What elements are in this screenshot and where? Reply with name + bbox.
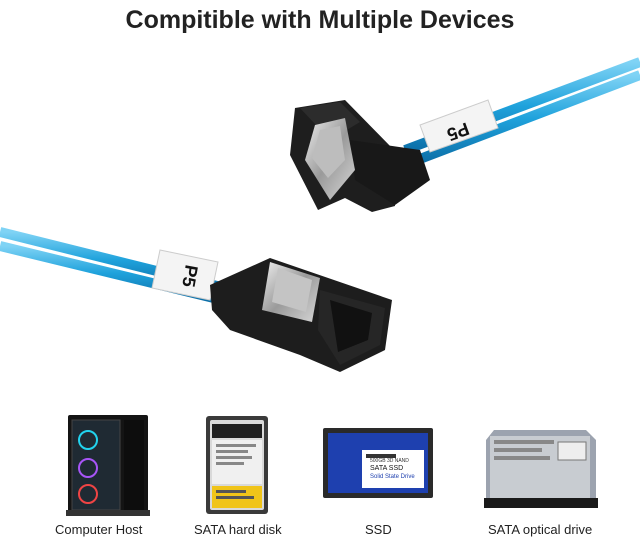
page-title: Compitible with Multiple Devices: [125, 6, 515, 34]
ssd-text-3: Solid State Drive: [370, 474, 415, 480]
ssd-icon: 500GB 3D NAND SATA SSD Solid State Drive: [323, 428, 433, 498]
computer-case-icon: [66, 415, 150, 516]
device-label-computer-host: Computer Host: [55, 522, 143, 537]
device-sata-optical-drive: [474, 410, 624, 545]
sata-cable-photo: P5 P5: [0, 57, 640, 372]
device-label-ssd: SSD: [365, 522, 392, 537]
ssd-text-1: 500GB 3D NAND: [370, 458, 409, 464]
device-computer-host: [36, 410, 186, 545]
cable-label-bottom-text: P5: [178, 263, 202, 288]
hard-disk-icon: [206, 416, 268, 514]
device-label-sata-hard-disk: SATA hard disk: [194, 522, 282, 537]
optical-drive-icon: [484, 430, 598, 508]
device-sata-hard-disk: [178, 410, 328, 545]
straight-connector: [210, 258, 392, 372]
device-label-sata-optical-drive: SATA optical drive: [488, 522, 593, 537]
cable-label-bottom: [151, 249, 219, 301]
ssd-text-2: SATA SSD: [370, 465, 403, 472]
right-angle-connector: [290, 100, 430, 212]
device-ssd: 500GB 3D NAND SATA SSD Solid State Drive: [318, 410, 468, 545]
cable-label-top: [419, 99, 499, 153]
